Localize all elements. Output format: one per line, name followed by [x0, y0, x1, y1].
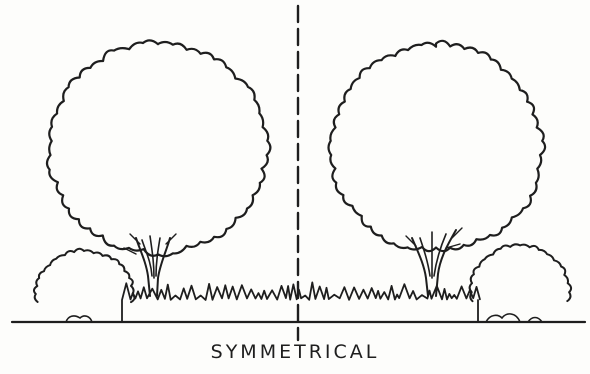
- right-tree-trunk: [406, 228, 462, 296]
- right-shrub: [470, 244, 571, 301]
- left-tree-canopy: [47, 40, 270, 256]
- ground-tufts: [66, 314, 542, 322]
- right-tree-canopy: [329, 41, 546, 251]
- left-shrub: [34, 249, 135, 302]
- caption-label: SYMMETRICAL: [0, 340, 590, 364]
